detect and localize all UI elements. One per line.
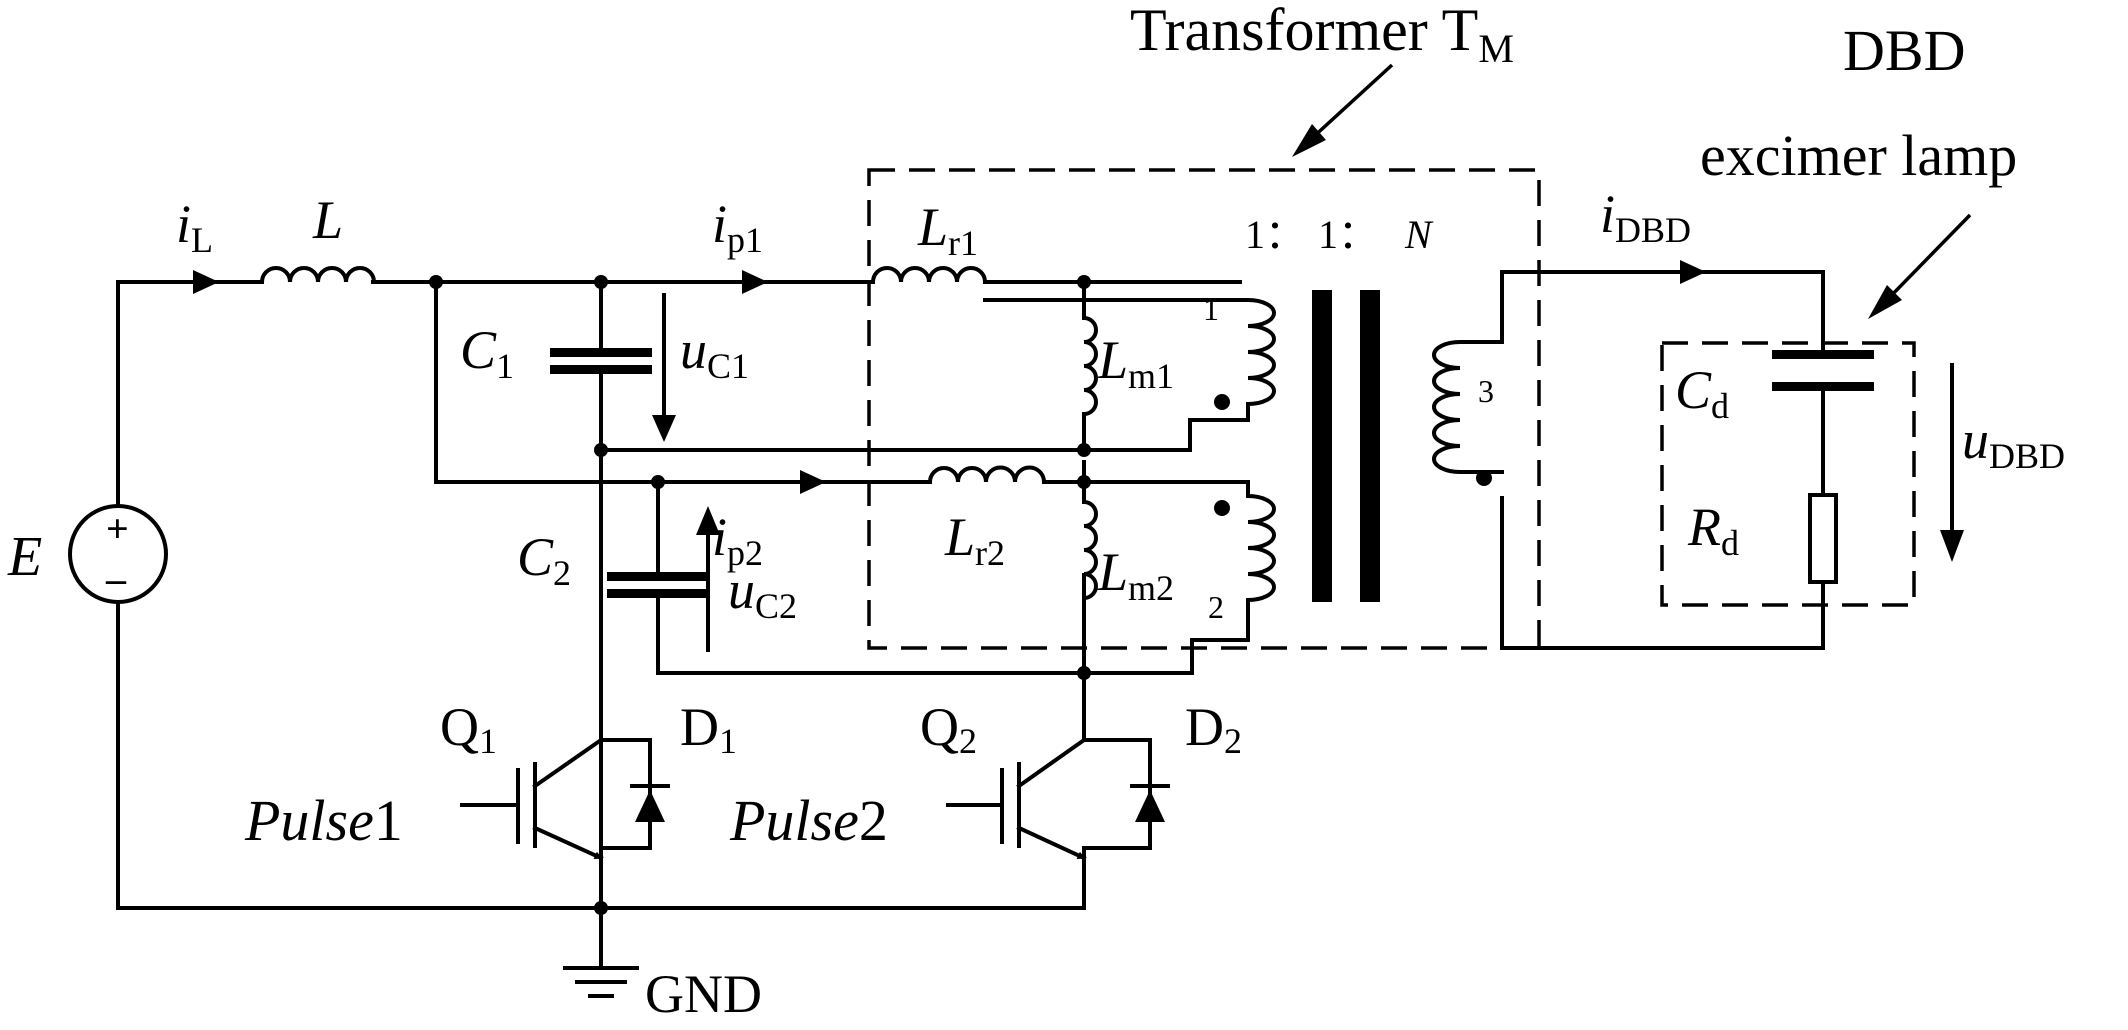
winding-label-2: 2 [1208,589,1224,625]
label-pulse2: Pulse2 [729,788,888,853]
transformer-core-right [1360,290,1380,602]
label-Q1: Q1 [440,697,497,761]
pointer-arrows [1292,63,1972,319]
ratio-a: 1： [1245,212,1305,257]
lamp-model-boundary [1660,341,1916,607]
label-Rd: Rd [1687,497,1739,563]
voltage-arrows [652,293,1964,652]
inductor-Lr2 [927,465,1047,485]
transformer-title: Transformer TM [1130,0,1514,71]
winding-3 [1432,340,1504,486]
igbt-Q1 [516,737,604,861]
label-uC1: uC1 [680,320,749,386]
label-gnd: GND [645,964,762,1024]
wires [116,270,1825,970]
text-labels: Transformer TM DBD excimer lamp iL L ip1… [7,0,2065,1024]
label-Lm1: Lm1 [1097,330,1174,396]
label-D2: D2 [1185,697,1242,761]
transformer-core-left [1312,290,1332,602]
label-Lr1: Lr1 [917,197,978,263]
label-uDBD: uDBD [1962,410,2065,476]
label-iDBD: iDBD [1600,184,1691,250]
diode-D1 [630,778,670,822]
diode-D2 [1130,778,1170,822]
dbd-title-line2: excimer lamp [1700,123,2017,188]
label-iL: iL [176,194,213,260]
label-C2: C2 [517,527,571,593]
label-ip2: ip2 [712,507,763,573]
winding-2 [1043,480,1276,642]
label-C1: C1 [460,320,514,386]
label-ip1: ip1 [712,194,763,260]
label-Lr2: Lr2 [944,507,1005,573]
label-L: L [312,190,343,250]
inductor-Lr1 [870,266,988,285]
capacitor-Cd [1772,350,1874,391]
resistor-Rd [1808,493,1838,584]
label-D1: D1 [680,697,737,761]
ground-symbol [563,966,639,998]
inductor-L [259,266,377,285]
dbd-title-line1: DBD [1843,18,1965,83]
ratio-c: N [1404,212,1434,257]
winding-label-1: 1 [1203,291,1219,327]
winding-label-3: 3 [1478,373,1494,409]
ratio-b: 1： [1318,212,1378,257]
label-E: E [7,526,42,588]
inductor-Lm2 [1081,480,1098,601]
voltage-source-E [68,504,168,604]
source-plus: + [106,506,129,551]
capacitor-C1 [550,348,652,374]
current-arrows [193,260,1706,494]
winding-1 [983,298,1276,422]
label-Cd: Cd [1675,360,1729,426]
label-Lm2: Lm2 [1097,542,1174,608]
transformer-boundary [867,168,1541,650]
capacitor-C2 [607,572,709,598]
label-Q2: Q2 [920,697,977,761]
inductor-Lm1 [1081,315,1098,452]
source-minus: – [105,556,127,601]
label-pulse1: Pulse1 [244,788,403,853]
igbt-Q2 [1000,737,1087,861]
label-uC2: uC2 [728,560,797,626]
